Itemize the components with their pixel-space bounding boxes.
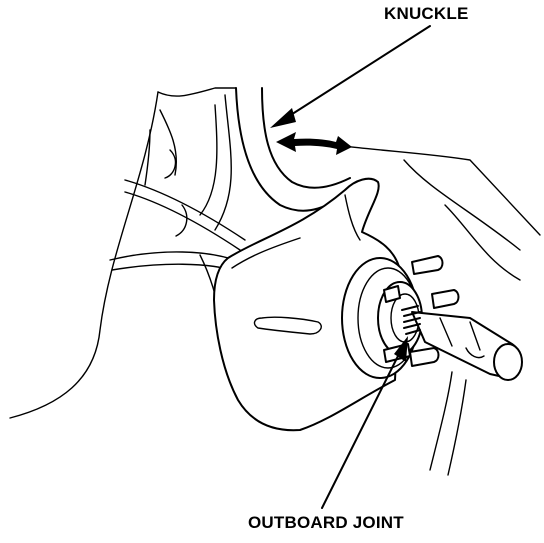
- knuckle-leader-arrow-icon: [270, 25, 431, 128]
- knuckle-label: KNUCKLE: [384, 4, 469, 23]
- outboard-leader-arrow-icon: [321, 336, 408, 509]
- outboard-joint-label: OUTBOARD JOINT: [248, 513, 404, 532]
- outboard-joint-shaft: [401, 305, 523, 476]
- rotation-arrow-icon: [276, 132, 352, 155]
- knuckle-body: [213, 177, 401, 432]
